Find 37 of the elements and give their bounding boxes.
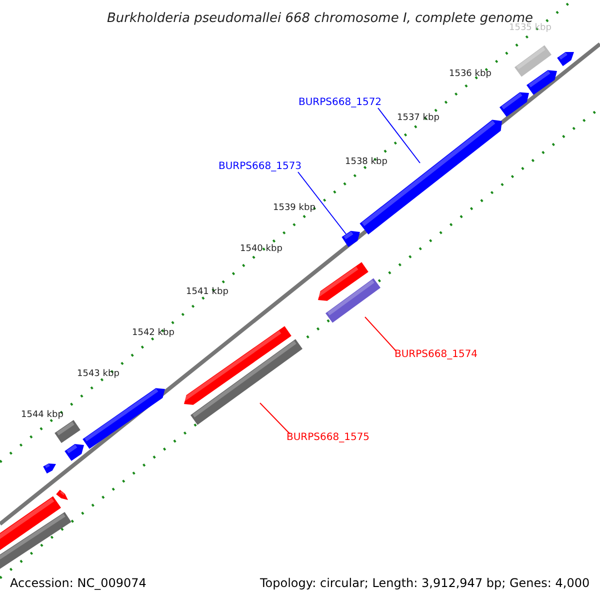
tick-label: 1543 kbp bbox=[77, 368, 120, 380]
gene-block bbox=[316, 262, 368, 301]
gene-block bbox=[0, 512, 72, 570]
gene-block bbox=[43, 464, 56, 474]
leader-line bbox=[378, 108, 420, 164]
tick-label: 1544 kbp bbox=[21, 410, 64, 420]
tick-label: 1542 kbp bbox=[132, 328, 174, 338]
gene-block bbox=[514, 45, 552, 77]
tick-label: 1540 kbp bbox=[240, 244, 282, 254]
gene-label: BURPS668_1575 bbox=[286, 432, 370, 442]
gene-block bbox=[64, 444, 84, 461]
gene-block bbox=[342, 230, 360, 247]
gene-block bbox=[56, 490, 68, 500]
gene-block bbox=[82, 388, 165, 449]
tick-label: 1538 kbp bbox=[345, 156, 388, 168]
tick-label: 1541 kbp bbox=[186, 286, 228, 298]
gene-block bbox=[182, 326, 292, 405]
footer-text: Accession: NC_009074 bbox=[10, 576, 146, 590]
gene-label: BURPS668_1572 bbox=[298, 96, 382, 108]
leader-line bbox=[260, 402, 290, 434]
gene-block bbox=[326, 278, 380, 323]
leader-line bbox=[298, 172, 346, 234]
gene-label: BURPS668_1574 bbox=[394, 348, 478, 360]
footer-text: Topology: circular; Length: 3,912,947 bp; Genes: 4,000 bbox=[260, 576, 590, 590]
gene-label: BURPS668_1573 bbox=[218, 160, 302, 172]
gene-block bbox=[526, 70, 557, 95]
tick-label: 1539 kbp bbox=[273, 202, 316, 214]
tick-label: 1536 kbp bbox=[449, 68, 492, 80]
gene-block bbox=[54, 420, 80, 443]
leader-line bbox=[364, 316, 396, 352]
tick-label: 1537 kbp bbox=[397, 112, 440, 124]
gene-block bbox=[190, 339, 302, 425]
gene-block bbox=[0, 496, 61, 551]
gene-block bbox=[557, 52, 574, 66]
title: Burkholderia pseudomallei 668 chromosome I, complete genome bbox=[107, 10, 534, 26]
gene-block bbox=[500, 92, 529, 117]
tick-label: 1535 kbp bbox=[509, 22, 552, 34]
